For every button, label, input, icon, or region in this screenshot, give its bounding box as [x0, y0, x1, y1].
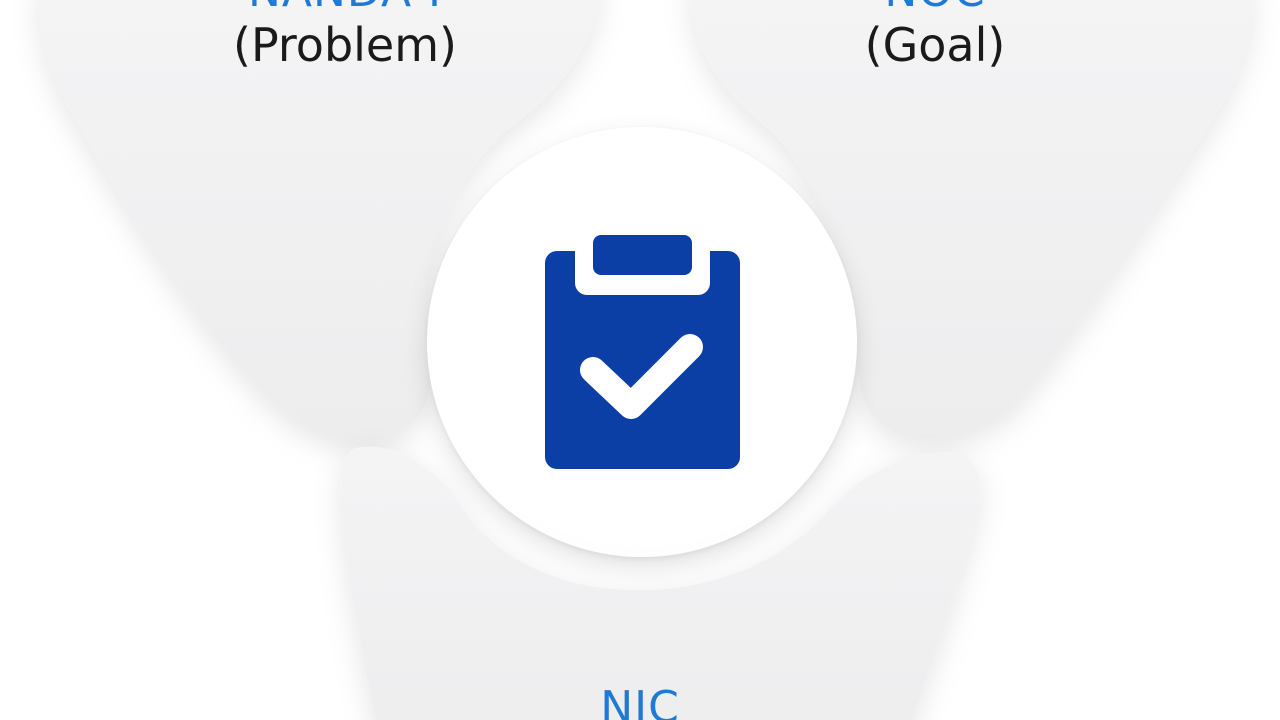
label-intervention: NIC [485, 686, 795, 720]
label-problem: NANDA-I (Problem) [195, 0, 495, 68]
acronym-nanda: NANDA-I [195, 0, 495, 14]
segment-intervention [341, 446, 980, 720]
label-goal: NOC (Goal) [785, 0, 1085, 68]
segment-goal [690, 0, 1252, 439]
acronym-nic: NIC [600, 682, 680, 720]
subtitle-problem: (Problem) [233, 18, 457, 72]
acronym-noc: NOC [785, 0, 1085, 14]
segment-problem [38, 0, 599, 442]
clipboard-check-icon [545, 233, 740, 469]
subtitle-goal: (Goal) [864, 18, 1006, 72]
